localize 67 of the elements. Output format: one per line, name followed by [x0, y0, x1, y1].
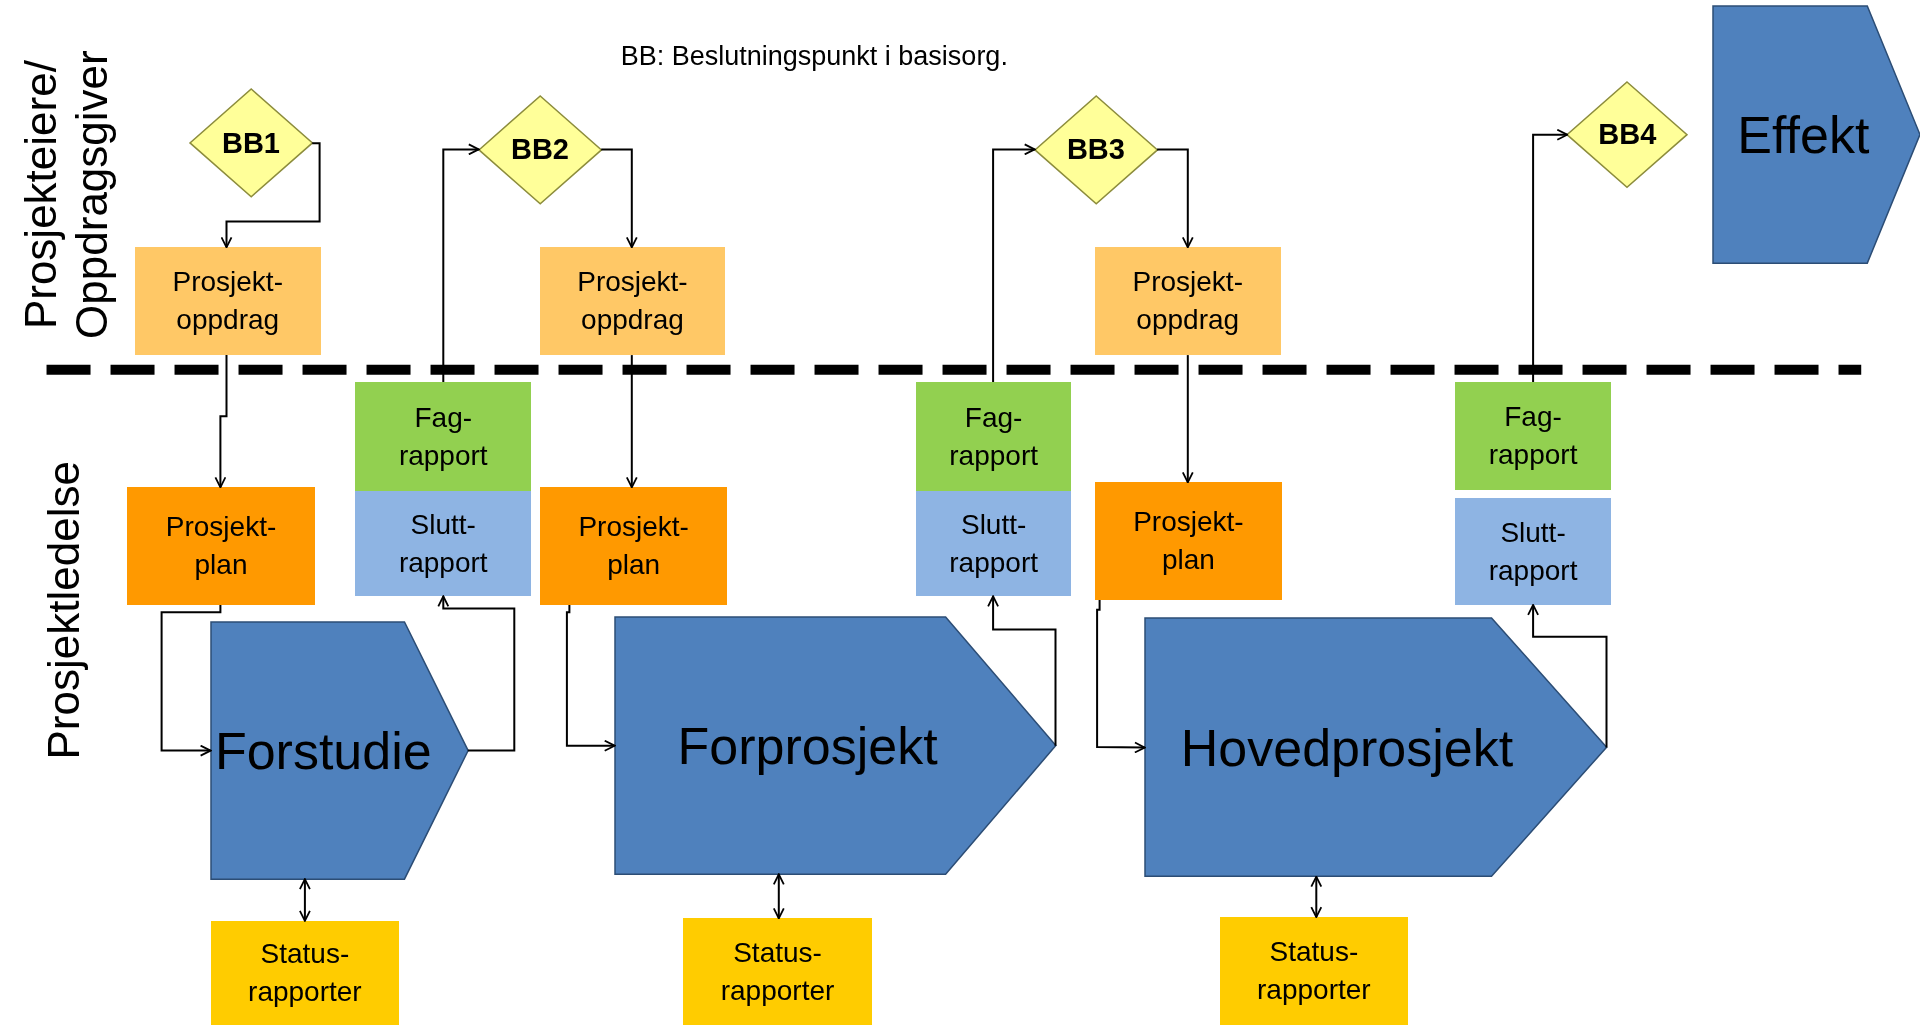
connector-arrow [442, 143, 480, 383]
process-box [134, 247, 321, 356]
connector-arrow [625, 354, 638, 489]
connector-arrow [1310, 875, 1323, 919]
node-text: BB4 [1598, 118, 1657, 152]
node-text: Forstudie [214, 720, 432, 781]
node-text: Fag-rapport [397, 400, 489, 473]
connector-arrow [160, 603, 222, 757]
node-text: Prosjekt-oppdrag [171, 265, 284, 338]
node-text: Slutt-rapport [948, 507, 1039, 580]
process-box [127, 487, 315, 605]
lane-label: Prosjekteiere/ Oppdragsgiver [16, 49, 118, 341]
process-box [1219, 917, 1409, 1025]
connector-arrow [299, 878, 311, 922]
connector-arrow [1096, 599, 1146, 754]
connector-arrow [1532, 128, 1569, 383]
node-text: Hovedprosjekt [1180, 717, 1514, 778]
connector-arrow [437, 595, 516, 752]
process-box [540, 487, 728, 605]
process-box [1454, 498, 1612, 605]
node-text: Status-rapporter [719, 935, 836, 1008]
phase-pentagon [210, 622, 468, 880]
node-text: Prosjekt-plan [164, 510, 278, 583]
node-text: Prosjekt-plan [577, 510, 690, 583]
lane-label: Prosjektledelse [38, 459, 89, 762]
phase-pentagon [1713, 6, 1920, 264]
process-box [540, 247, 725, 356]
node-text: Status-rapporter [247, 937, 363, 1009]
connector-arrow [220, 142, 321, 249]
node-text: BB2 [510, 132, 569, 166]
connector-arrow [565, 603, 616, 752]
process-box [1454, 382, 1612, 490]
process-box [915, 382, 1072, 491]
connector-arrow [1527, 603, 1608, 749]
process-box [683, 918, 872, 1025]
process-box [915, 491, 1072, 597]
node-text: Prosjekt-oppdrag [1131, 265, 1244, 338]
connector-arrow [600, 148, 638, 249]
connector-arrow [987, 595, 1057, 747]
phase-pentagon [614, 617, 1056, 875]
connector-arrow [1156, 148, 1194, 249]
connector-arrow [992, 143, 1036, 383]
process-box [355, 491, 532, 597]
process-box [210, 920, 400, 1025]
decision-diamond [1567, 82, 1688, 188]
connector-arrow [214, 354, 228, 489]
process-box [355, 382, 532, 491]
node-text: Slutt-rapport [397, 507, 489, 580]
note-text: BB: Beslutningspunkt i basisorg. [620, 40, 1008, 72]
node-text: Slutt-rapport [1487, 515, 1579, 588]
phase-pentagon [1144, 618, 1607, 877]
decision-diamond [189, 89, 313, 198]
decision-diamond [1034, 95, 1158, 204]
node-text: BB3 [1066, 132, 1125, 166]
node-text: BB1 [222, 126, 280, 160]
node-text: Prosjekt-oppdrag [576, 265, 689, 338]
node-text: Fag-rapport [1487, 400, 1579, 472]
node-text: Status-rapporter [1256, 935, 1372, 1007]
node-text: Forprosjekt [677, 715, 938, 776]
connector-arrow [1181, 354, 1194, 484]
process-box [1094, 482, 1283, 600]
node-text: Effekt [1737, 104, 1870, 165]
node-text: Fag-rapport [948, 400, 1039, 473]
connector-arrow [772, 873, 785, 920]
node-text: Prosjekt-plan [1132, 505, 1245, 578]
decision-diamond [478, 95, 602, 204]
process-box [1094, 247, 1281, 356]
